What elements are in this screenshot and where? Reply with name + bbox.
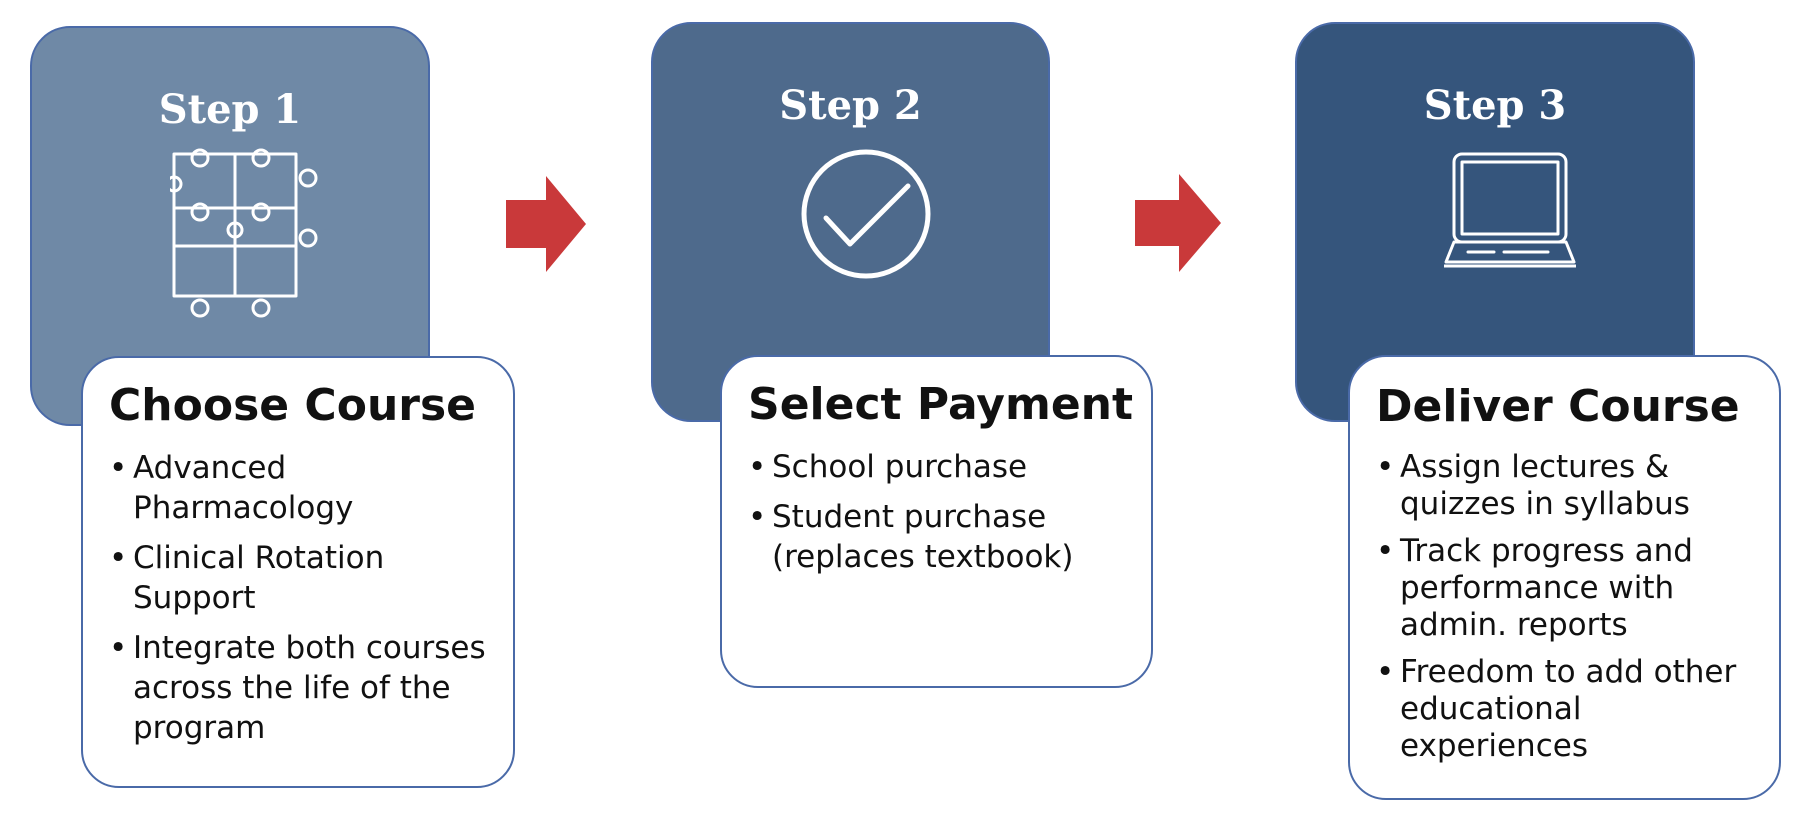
card-title: Select Payment xyxy=(748,379,1134,430)
list-item: Integrate both courses across the life o… xyxy=(109,628,497,748)
bullet-list: School purchase Student purchase (replac… xyxy=(722,447,1151,577)
list-item: Freedom to add other educational experie… xyxy=(1376,654,1763,765)
list-item: Student purchase (replaces textbook) xyxy=(748,497,1135,577)
deliver-course-card: Deliver Course Assign lectures & quizzes… xyxy=(1348,355,1781,800)
list-item: School purchase xyxy=(748,447,1135,487)
bullet-list: Advanced Pharmacology Clinical Rotation … xyxy=(83,448,513,748)
list-item: Clinical Rotation Support xyxy=(109,538,497,618)
card-title: Choose Course xyxy=(109,380,476,431)
check-circle-icon xyxy=(801,149,931,279)
choose-course-card: Choose Course Advanced Pharmacology Clin… xyxy=(81,356,515,788)
arrow-right-icon xyxy=(1135,174,1221,272)
puzzle-icon xyxy=(170,148,318,318)
select-payment-card: Select Payment School purchase Student p… xyxy=(720,355,1153,688)
card-title: Deliver Course xyxy=(1376,381,1740,432)
step-2-label: Step 2 xyxy=(779,82,922,129)
step-1-label: Step 1 xyxy=(158,86,302,133)
arrow-right-icon xyxy=(506,176,586,272)
list-item: Assign lectures & quizzes in syllabus xyxy=(1376,449,1763,523)
bullet-list: Assign lectures & quizzes in syllabus Tr… xyxy=(1350,449,1779,765)
laptop-icon xyxy=(1444,152,1576,268)
list-item: Track progress and performance with admi… xyxy=(1376,533,1763,644)
list-item: Advanced Pharmacology xyxy=(109,448,497,528)
step-3-label: Step 3 xyxy=(1423,82,1567,129)
